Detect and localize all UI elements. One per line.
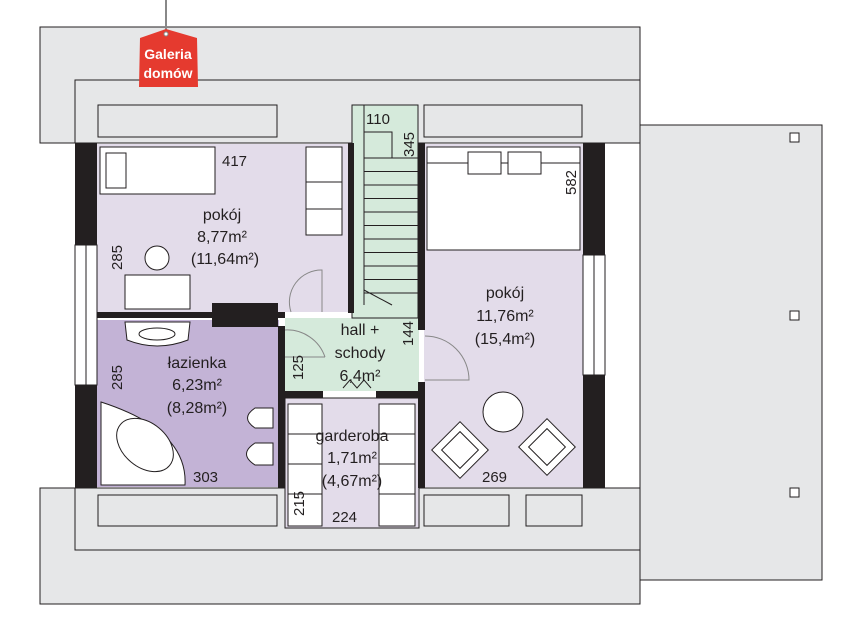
- bathroom-area: 6,23m²: [172, 377, 222, 394]
- svg-text:domów: domów: [144, 65, 193, 81]
- room-right-gross: (15,4m²): [475, 331, 535, 348]
- stair-treads: [364, 157, 418, 294]
- stairs-width: 110: [366, 111, 390, 128]
- hall-dim-a: 125: [290, 355, 307, 380]
- pillow: [507, 151, 542, 175]
- bathroom-height: 285: [109, 365, 126, 390]
- wardrobe-width: 224: [332, 509, 357, 526]
- roof-bottom-inner: [74, 488, 640, 551]
- door-right-room: [424, 335, 470, 381]
- room-left-gross: (11,64m²): [191, 251, 259, 268]
- desk: [124, 274, 191, 310]
- table: [482, 391, 524, 433]
- roof-marker: [789, 487, 800, 498]
- wardrobe-unit: [305, 146, 343, 236]
- svg-text:Galeria: Galeria: [144, 46, 192, 62]
- room-right-height: 582: [563, 170, 580, 195]
- hall: [285, 318, 419, 391]
- door-left-room: [288, 269, 323, 313]
- walls: [75, 143, 605, 488]
- hall-area: 6,4m²: [340, 368, 382, 385]
- bathroom-name: łazienka: [168, 355, 227, 372]
- roof-window: [97, 494, 278, 527]
- room-left-area: 8,77m²: [197, 229, 247, 246]
- stairs-length: 345: [401, 132, 418, 157]
- galeria-domow-logo: Galeria domów: [139, 0, 198, 87]
- pillow: [105, 152, 127, 189]
- wardrobe-area: 1,71m²: [327, 450, 377, 467]
- wardrobe-shelves: [287, 403, 416, 527]
- door-bathroom: [284, 329, 326, 358]
- roof-marker: [789, 310, 800, 321]
- roof-window: [97, 104, 278, 138]
- room-left-height: 285: [109, 245, 126, 270]
- wardrobe-gross: (4,67m²): [322, 473, 382, 490]
- chair: [144, 245, 170, 271]
- hall-name-1: hall +: [341, 322, 380, 339]
- double-bed: [426, 146, 581, 251]
- room-right-name: pokój: [486, 285, 524, 302]
- roof-window: [423, 494, 510, 527]
- roof-marker: [789, 132, 800, 143]
- wardrobe-name: garderoba: [316, 428, 389, 445]
- hall-name-2: schody: [335, 345, 386, 362]
- bidet: [246, 442, 274, 466]
- roof-window: [525, 494, 583, 527]
- hall-dim-b: 144: [400, 321, 417, 346]
- pillow: [467, 151, 502, 175]
- room-right-area: 11,76m²: [476, 308, 534, 325]
- room-left-name: pokój: [203, 207, 241, 224]
- room-right-width: 269: [482, 469, 507, 486]
- door-wardrobe: [342, 379, 372, 389]
- roof-window: [423, 104, 583, 138]
- roof-right: [639, 124, 823, 581]
- room-left-width: 417: [222, 153, 247, 170]
- bathroom-gross: (8,28m²): [167, 400, 227, 417]
- roof-top-inner: [74, 79, 640, 143]
- toilet: [247, 407, 274, 429]
- wardrobe-height: 215: [291, 491, 308, 516]
- bathroom-width: 303: [193, 469, 218, 486]
